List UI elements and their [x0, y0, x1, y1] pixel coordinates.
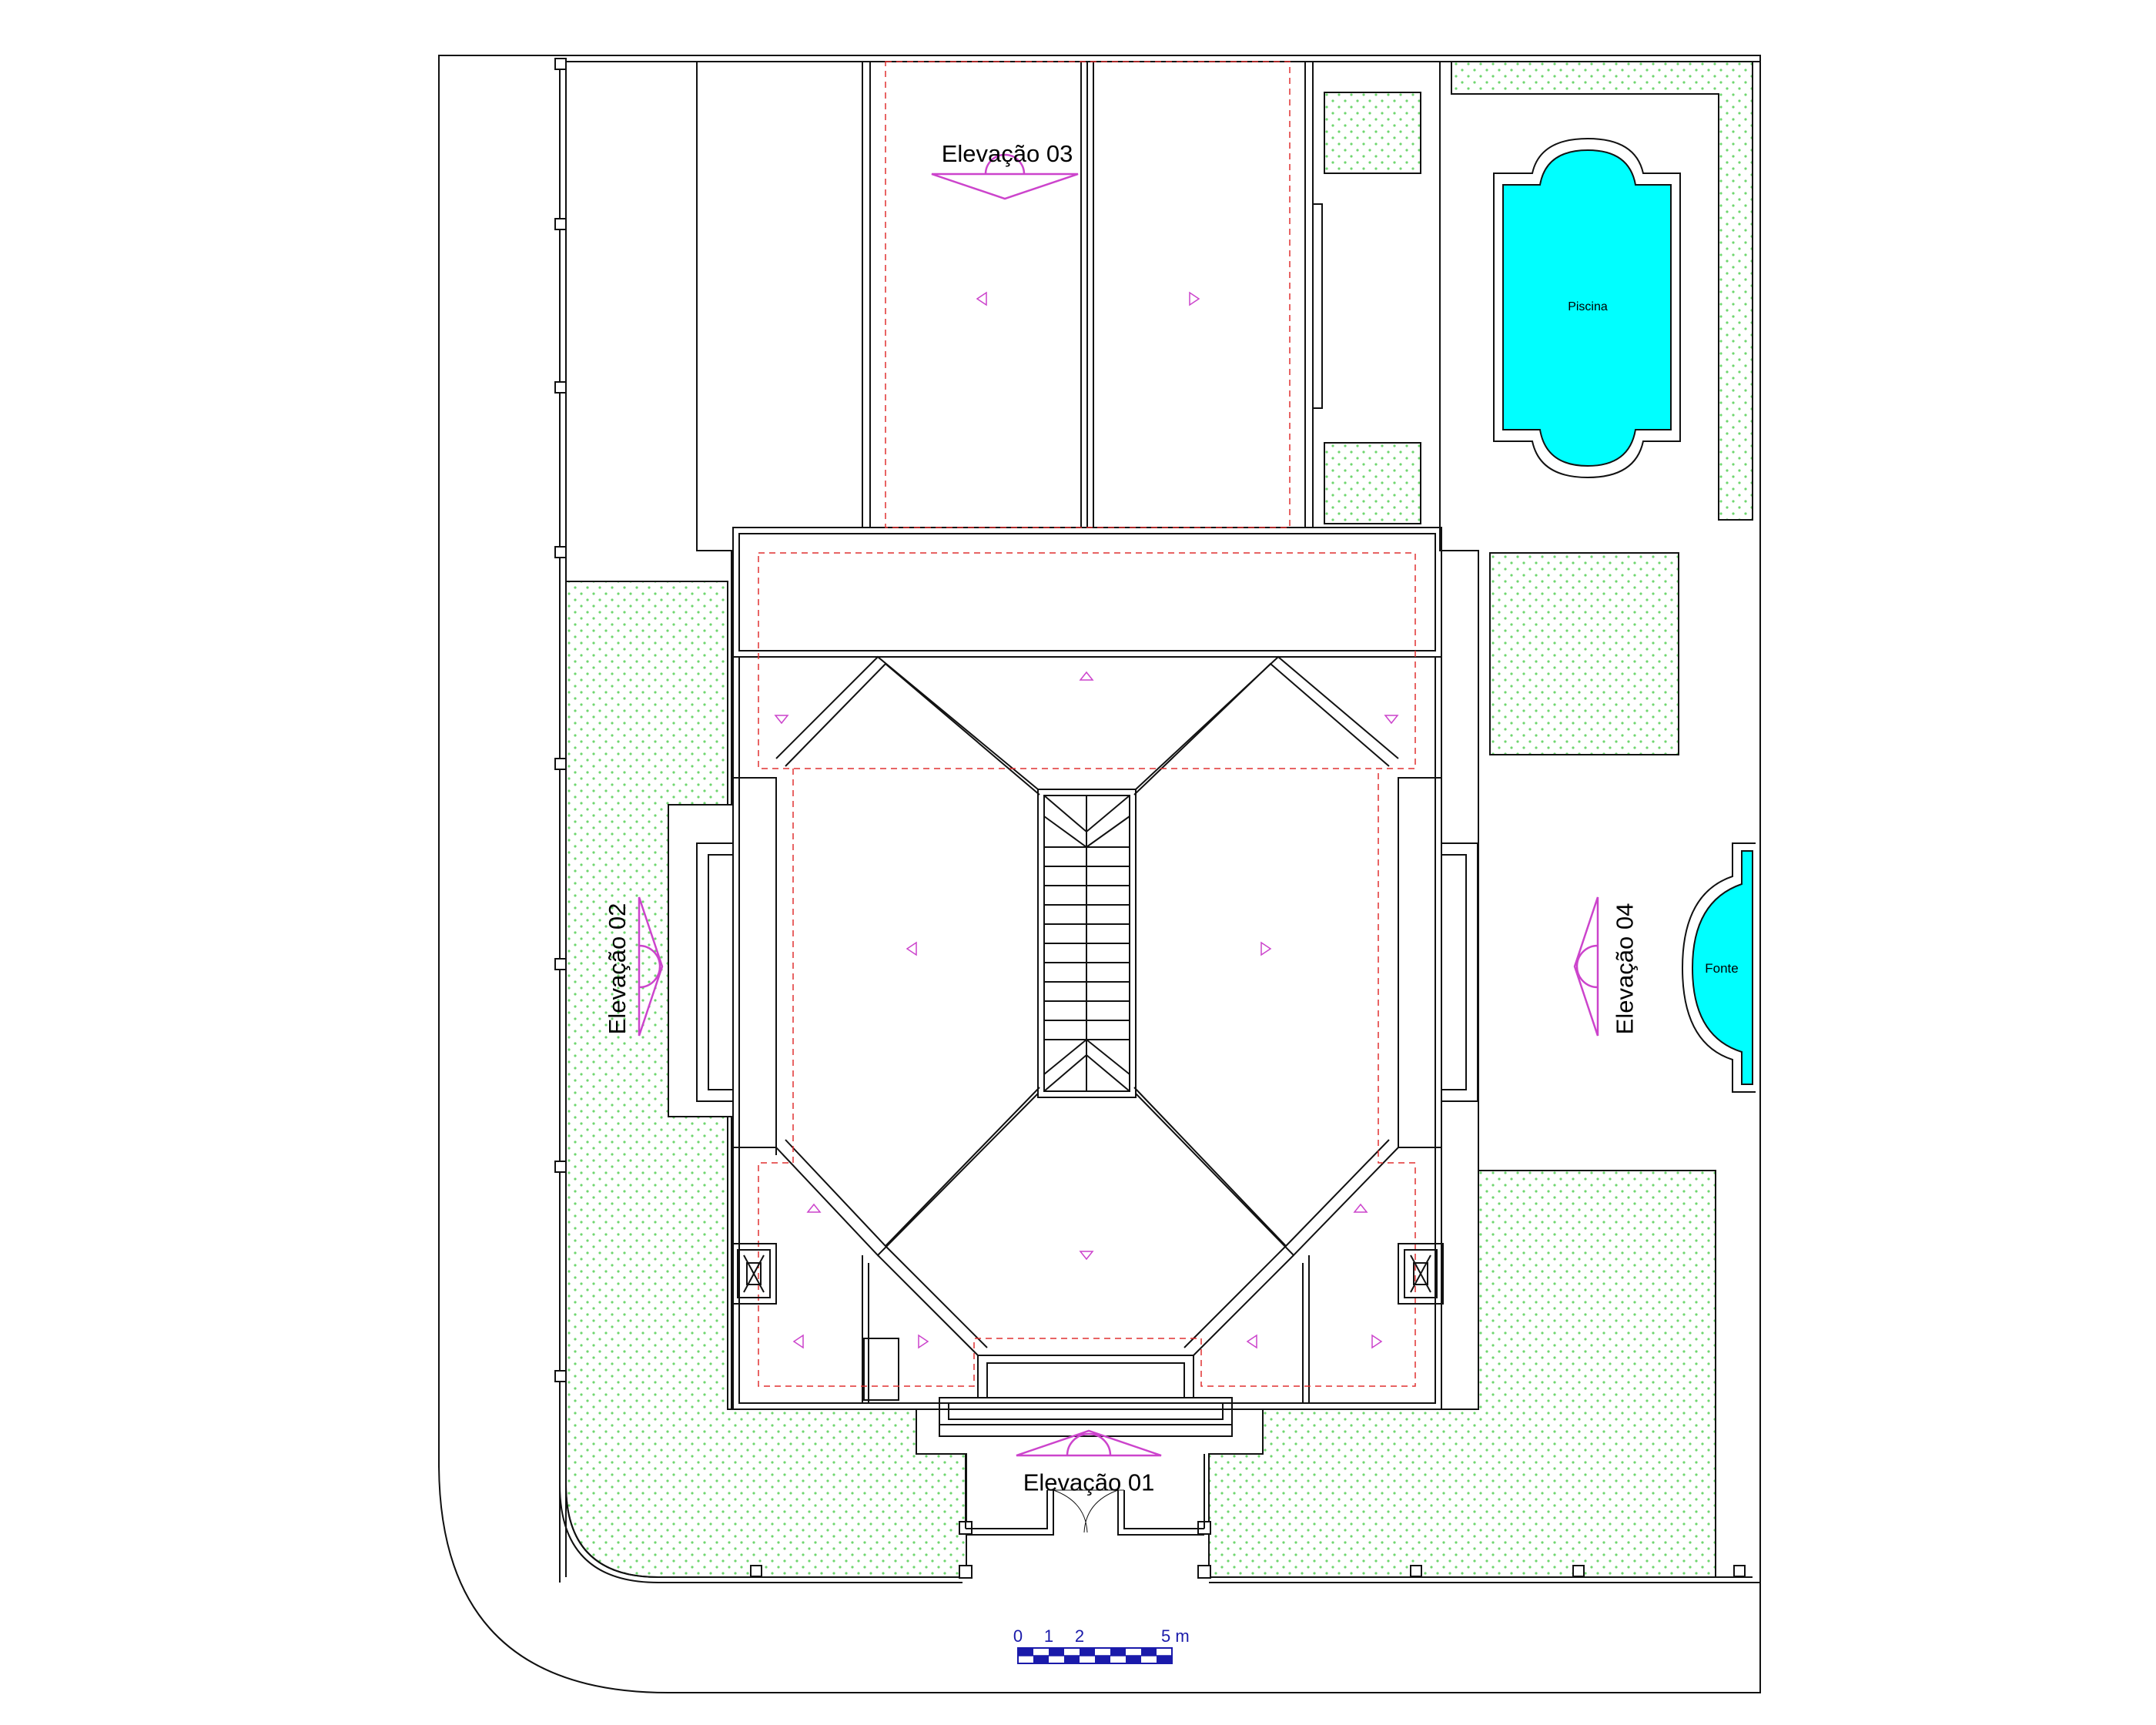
scale-bar: 0 1 2 5 m [1013, 1626, 1190, 1664]
garden-bottom-right [1208, 1170, 1716, 1578]
scale-tick-1: 1 [1044, 1626, 1053, 1646]
site-boundary [438, 55, 1761, 1693]
elevation-02-label: Elevação 02 [604, 903, 631, 1035]
slope-arrow-icon [1384, 715, 1399, 725]
scale-tick-2: 2 [1075, 1626, 1084, 1646]
slope-arrow-icon [918, 1334, 929, 1349]
slope-arrow-icon [1353, 1203, 1368, 1213]
fountain-label: Fonte [1705, 961, 1738, 976]
stair-icon [1037, 789, 1137, 1098]
chimney-right-icon [1398, 1243, 1444, 1305]
entrance-gate [965, 1454, 1205, 1536]
slope-arrow-icon [792, 1334, 804, 1349]
garage-side-wall [1312, 203, 1323, 409]
fountain: Fonte [1681, 842, 1756, 1093]
roof-eave-lines [758, 61, 1416, 1387]
garden-left [565, 581, 967, 1578]
slope-arrow-icon [806, 1203, 822, 1213]
garden-small-bottom [1324, 442, 1421, 524]
elevation-marker-03: Elevação 03 [931, 140, 1079, 200]
slope-arrow-icon [1079, 1251, 1094, 1261]
scale-tick-0: 0 [1013, 1626, 1023, 1646]
slope-arrow-icon [1260, 941, 1272, 956]
slope-arrow-icon [774, 715, 789, 725]
house-outline [668, 61, 1479, 1437]
elevation-marker-icon [1573, 896, 1599, 1037]
slope-arrow-icon [1246, 1334, 1257, 1349]
slope-arrows [774, 291, 1399, 1349]
slope-arrow-icon [1189, 291, 1200, 306]
garden-small-top [1324, 92, 1421, 174]
scale-tick-5m: 5 m [1161, 1626, 1190, 1646]
elevation-marker-04: Elevação 04 [1573, 896, 1638, 1037]
slope-arrow-icon [1371, 1334, 1383, 1349]
slope-arrow-icon [1079, 671, 1094, 681]
elevation-marker-02: Elevação 02 [604, 896, 664, 1037]
roof-hips [739, 655, 1399, 1403]
elevation-marker-icon [638, 896, 664, 1037]
garden-right-square [1489, 552, 1679, 755]
garden-areas [565, 61, 1753, 1578]
elevation-03-label: Elevação 03 [942, 140, 1073, 167]
elevation-marker-icon [1016, 1429, 1162, 1457]
pool: Piscina [1493, 137, 1681, 479]
slope-arrow-icon [976, 291, 987, 306]
wall-pillars [554, 58, 1746, 1579]
elevation-04-label: Elevação 04 [1611, 903, 1638, 1035]
elevation-marker-01: Elevação 01 [1016, 1429, 1162, 1496]
elevation-marker-icon [931, 153, 1079, 200]
elevation-01-label: Elevação 01 [1023, 1469, 1155, 1496]
pool-label: Piscina [1568, 300, 1608, 313]
slope-arrow-icon [906, 941, 917, 956]
chimney-left-icon [731, 1243, 777, 1305]
